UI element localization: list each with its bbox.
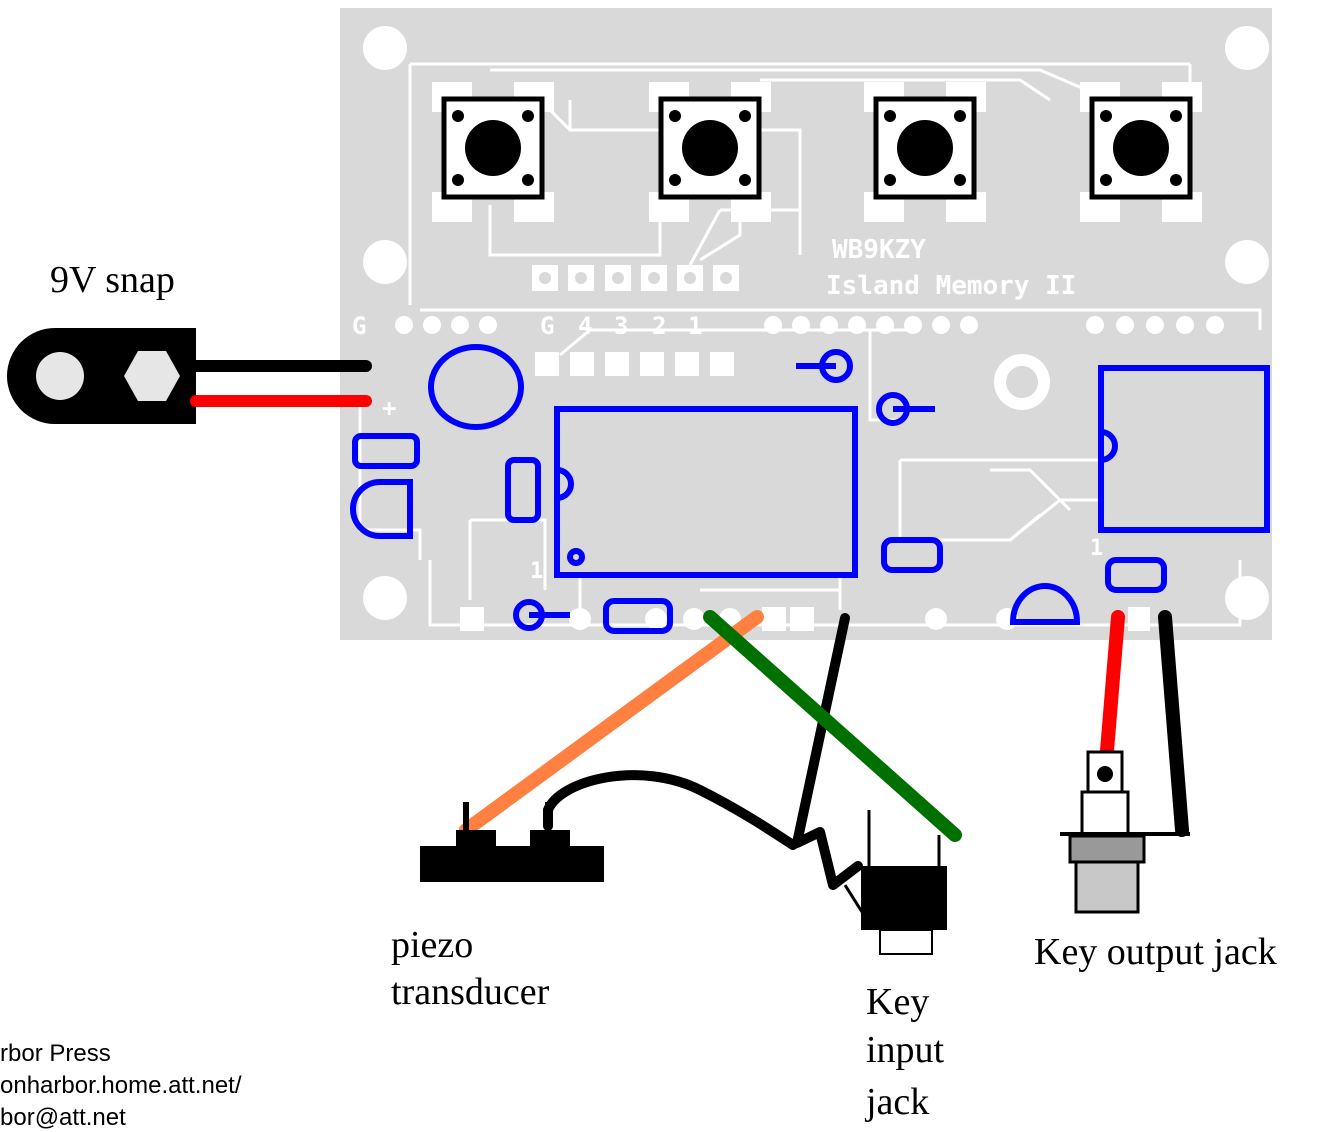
battery-snap (7, 328, 372, 424)
snap-terminal-round (36, 352, 84, 400)
pin-label-g1: G (352, 312, 366, 340)
piezo-label-line1: piezo (391, 924, 473, 966)
ic-notch (1100, 429, 1118, 463)
silkscreen-callsign: WB9KZY (832, 235, 926, 265)
wire-red (1098, 610, 1125, 782)
wire-black (1158, 610, 1189, 837)
capacitor-outline (603, 598, 673, 634)
pushbutton (1080, 82, 1202, 222)
battery-label: 9V snap (50, 259, 175, 301)
footer-publisher: rbor Press (0, 1040, 111, 1067)
ic-notch (556, 467, 574, 501)
header-pads-top (532, 265, 739, 291)
wire-green (703, 610, 962, 842)
pad-row (395, 316, 1224, 334)
silkscreen-board-name: Island Memory II (826, 271, 1076, 301)
transistor-outline (350, 479, 413, 539)
wire-black (792, 613, 863, 890)
mounting-hole (1225, 240, 1269, 284)
ic-pin1-dot (567, 548, 585, 566)
capacitor-outline (352, 433, 420, 469)
pin1-mark: 1 (1090, 536, 1103, 561)
header-pads-bottom (535, 352, 734, 376)
pin-label-3: 3 (614, 312, 628, 340)
ic-outline (1098, 365, 1270, 533)
capacitor-outline (1105, 557, 1167, 593)
pushbutton (864, 82, 986, 222)
mounting-hole (363, 26, 407, 70)
wire-black (543, 770, 798, 850)
key-input-label-line1: Key (866, 981, 929, 1023)
footer-email: bor@att.net (0, 1104, 126, 1131)
key-output-label: Key output jack (1034, 931, 1277, 973)
electrolytic-capacitor-outline (428, 344, 524, 430)
wires (459, 610, 1189, 890)
mounting-hole (363, 240, 407, 284)
plus-mark: + (382, 394, 396, 422)
ic-outline (554, 406, 858, 578)
mounting-hole (1225, 26, 1269, 70)
mounting-hole (1225, 576, 1269, 620)
pushbutton (649, 82, 771, 222)
snap-terminal-hex (124, 351, 180, 401)
key-input-label-line2: input (866, 1029, 945, 1071)
piezo-label-line2: transducer (391, 971, 550, 1013)
piezo-transducer (420, 802, 604, 882)
capacitor-outline (881, 537, 943, 573)
pin-label-g2: G (540, 312, 554, 340)
key-input-label-line3: jack (864, 1081, 929, 1123)
pushbuttons (432, 82, 1202, 222)
pushbutton (432, 82, 554, 222)
mounting-hole (363, 576, 407, 620)
pin-label-1: 1 (688, 312, 702, 340)
footer-url: onharbor.home.att.net/ (0, 1072, 242, 1099)
pin-label-4: 4 (578, 312, 592, 340)
key-output-jack (1060, 750, 1190, 914)
bottom-pads (460, 607, 1150, 631)
capacitor-outline (505, 457, 541, 523)
pin-label-2: 2 (652, 312, 666, 340)
wire-orange (459, 610, 764, 837)
key-input-jack (843, 810, 947, 955)
transistor-outline (1009, 583, 1081, 625)
component-outlines (350, 344, 1270, 634)
pin1-mark: 1 (530, 559, 543, 584)
